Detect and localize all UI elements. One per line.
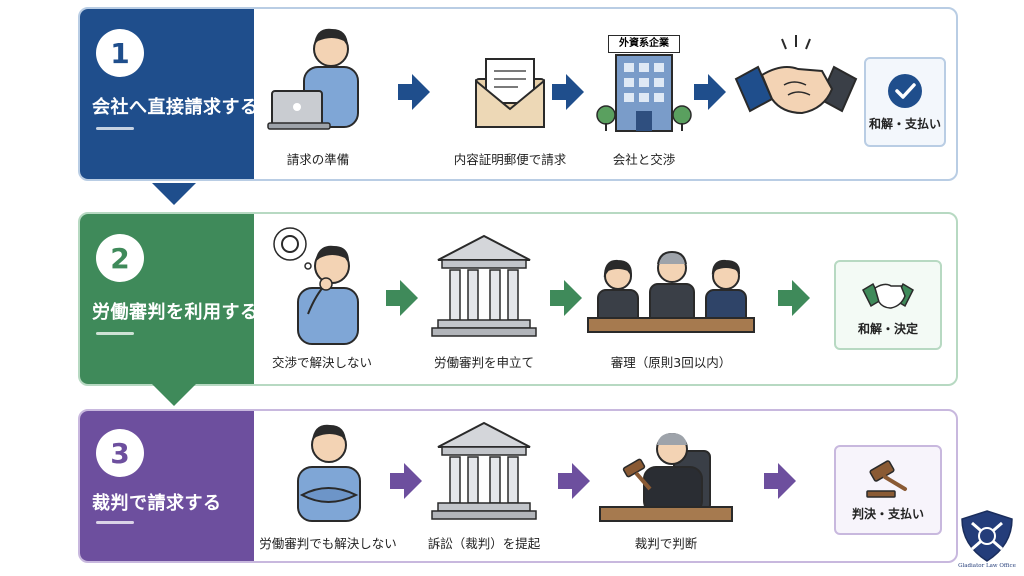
arrow-right-icon: [550, 280, 582, 316]
step-file-labor-tribunal: 労働審判を申立て: [424, 214, 544, 384]
handshake-illustration: [732, 9, 860, 139]
worried-person-icon: [297, 424, 361, 522]
result-label: 判決・支払い: [851, 506, 924, 521]
step-label: 裁判で判断: [634, 536, 698, 551]
step-hearing: 審理（原則3回以内）: [586, 214, 756, 384]
arrow-right-icon: [558, 463, 590, 499]
arrow-right-icon: [764, 463, 796, 499]
law-office-logo: Gladiator Law Office: [956, 509, 1018, 573]
stage-1: 1 会社へ直接請求する 請求の準備: [78, 7, 958, 181]
step-not-resolved-by-tribunal: 労働審判でも解決しない: [248, 411, 408, 561]
envelope-icon: [475, 58, 545, 128]
check-circle-icon: [888, 73, 922, 108]
arrow-right-icon: [398, 74, 430, 110]
stage-2-underline: [96, 332, 134, 335]
result-label: 和解・決定: [857, 321, 918, 336]
step-negotiate-company: 外資系企業 会社と交渉: [584, 9, 704, 179]
stage-1-number: 1: [96, 29, 144, 77]
result-label: 和解・支払い: [868, 116, 941, 131]
courthouse-icon: [431, 421, 537, 520]
step-label: 審理（原則3回以内）: [610, 355, 732, 370]
courthouse-icon: [431, 234, 537, 337]
stage-3-title: 裁判で請求する: [92, 493, 222, 514]
arrow-right-icon: [390, 463, 422, 499]
step-label: 内容証明郵便で請求: [453, 152, 567, 167]
stage-2: 2 労働審判を利用する 交渉で解決しない: [78, 212, 958, 386]
stage-3-body: 労働審判でも解決しない 訴訟（裁判）を提起: [254, 411, 956, 561]
shield-logo-icon: [961, 510, 1013, 562]
step-file-lawsuit: 訴訟（裁判）を提起: [424, 411, 544, 561]
stage-2-title: 労働審判を利用する: [92, 302, 259, 323]
stage-1-underline: [96, 127, 134, 130]
person-laptop-icon: [267, 28, 359, 130]
arrow-right-icon: [552, 74, 584, 110]
arrow-right-icon: [694, 74, 726, 110]
step-court-judgment: 裁判で判断: [594, 411, 738, 561]
logo-text: Gladiator Law Office: [958, 563, 1016, 569]
arrow-right-icon: [778, 280, 810, 316]
stage-2-header: 2 労働審判を利用する: [80, 214, 258, 384]
handshake-icon: [862, 282, 914, 309]
stage-2-number: 2: [96, 234, 144, 282]
result-settlement-decision: 和解・決定: [834, 260, 942, 350]
step-label: 請求の準備: [286, 152, 350, 167]
stage-3-number: 3: [96, 429, 144, 477]
stage-1-title: 会社へ直接請求する: [92, 97, 259, 118]
step-label: 交渉で解決しない: [271, 355, 372, 370]
result-judgment-payment: 判決・支払い: [834, 445, 942, 535]
office-building-icon: [596, 54, 692, 132]
arrow-right-icon: [386, 280, 418, 316]
step-not-resolved: 交渉で解決しない: [262, 214, 382, 384]
down-arrow-icon: [152, 384, 196, 406]
stage-3-header: 3 裁判で請求する: [80, 411, 254, 561]
step-label: 訴訟（裁判）を提起: [427, 536, 541, 551]
step-prepare-claim: 請求の準備: [258, 9, 378, 179]
gavel-icon: [866, 459, 907, 498]
result-settlement-payment: 和解・支払い: [864, 57, 946, 147]
step-label: 会社と交渉: [612, 152, 676, 167]
stage-1-header: 1 会社へ直接請求する: [80, 9, 258, 179]
step-certified-mail: 内容証明郵便で請求: [430, 9, 590, 179]
step-label: 労働審判を申立て: [433, 355, 534, 370]
stage-2-body: 交渉で解決しない 労働審判を申立て: [254, 214, 956, 384]
stage-3-underline: [96, 521, 134, 524]
stage-1-body: 請求の準備 内容証明郵便で請求 外資系企業: [254, 9, 956, 179]
step-label: 労働審判でも解決しない: [259, 536, 397, 551]
handshake-icon: [734, 35, 858, 115]
stage-3: 3 裁判で請求する 労働審判でも解決しない: [78, 409, 958, 563]
thinking-person-icon: [273, 227, 359, 345]
tribunal-panel-icon: [587, 250, 755, 333]
building-sign: 外資系企業: [608, 35, 680, 53]
down-arrow-icon: [152, 183, 196, 205]
judge-gavel-icon: [599, 433, 733, 522]
